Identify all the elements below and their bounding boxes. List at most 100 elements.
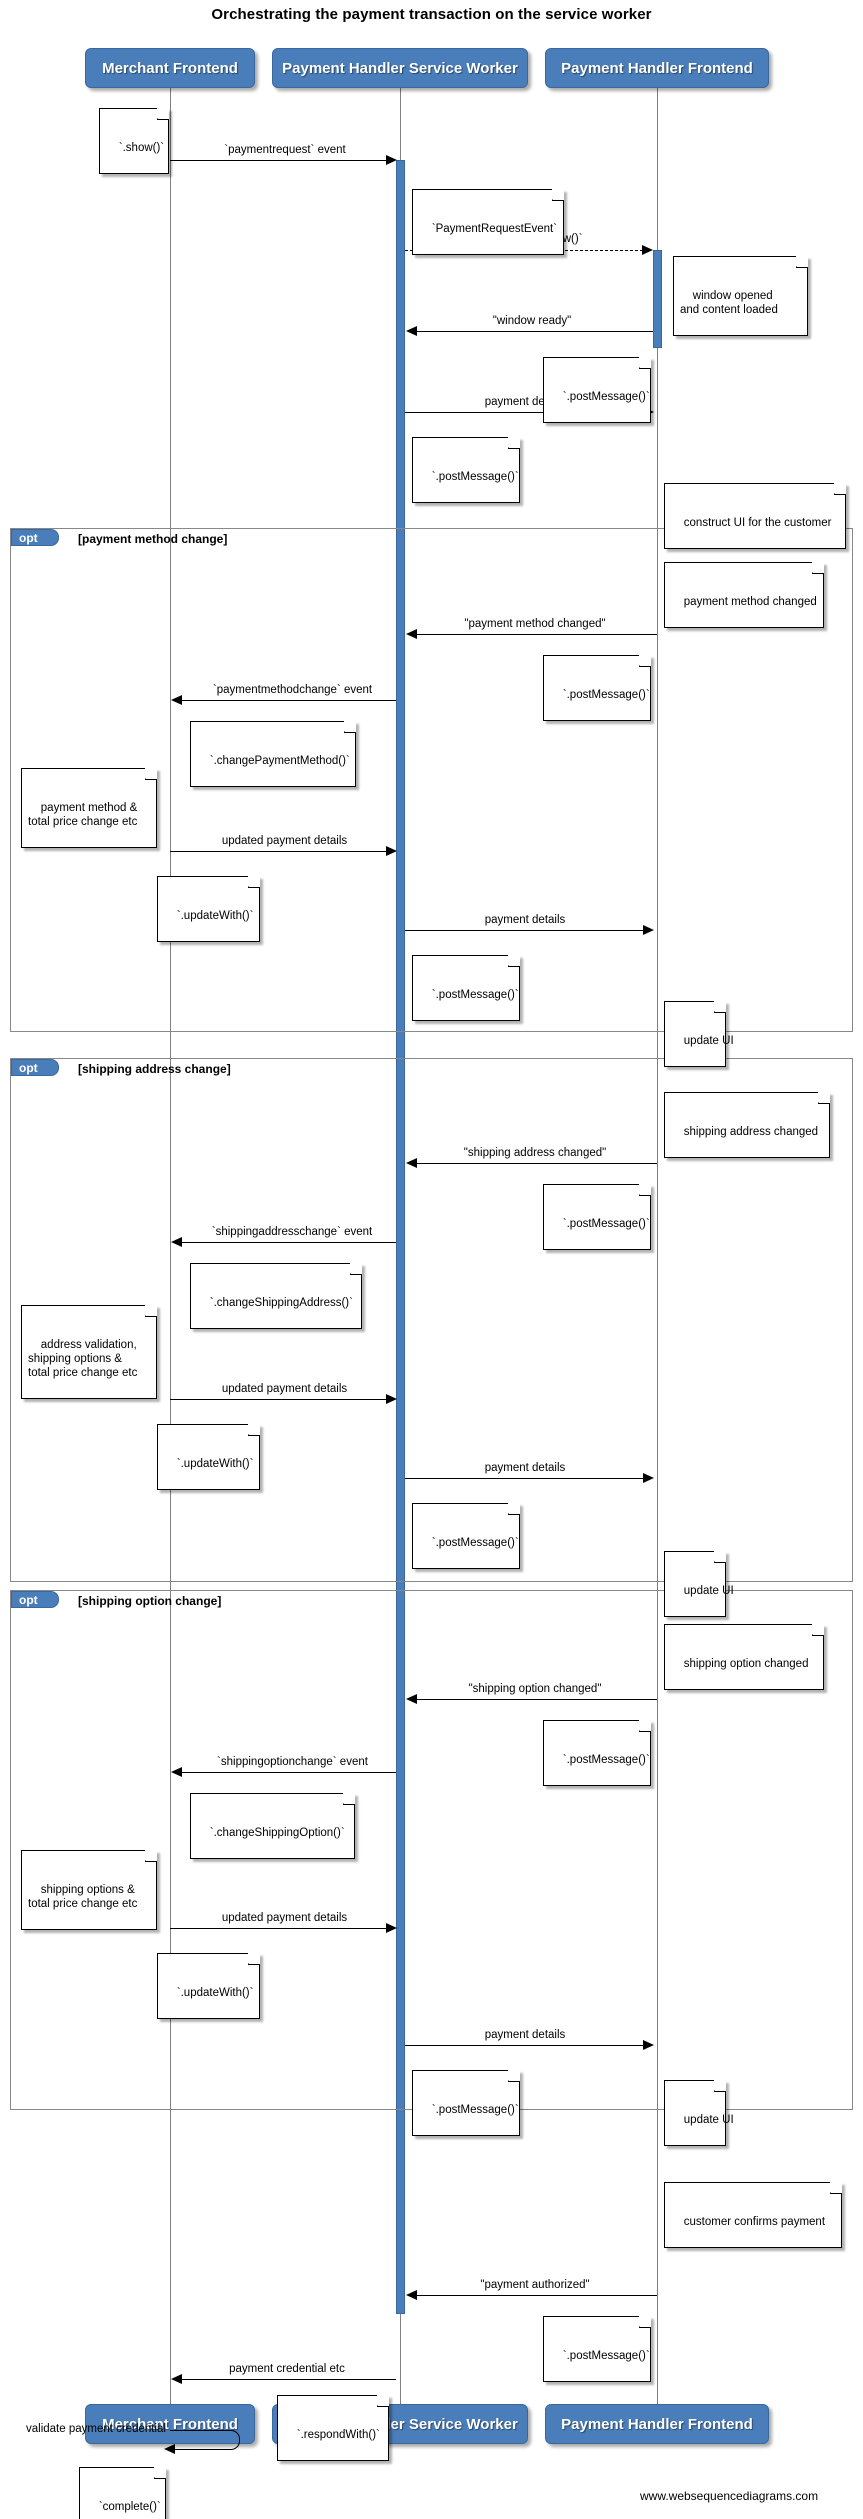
note-text: window opened and content loaded: [680, 290, 778, 316]
actor-merchant-top[interactable]: Merchant Frontend: [85, 48, 255, 88]
note-payment-method-changed: payment method changed: [664, 561, 824, 628]
note-fold-icon: [248, 875, 260, 888]
activation-frontend: [653, 250, 662, 348]
note-text: `.postMessage()`: [431, 2104, 519, 2116]
note-text: construct UI for the customer: [683, 517, 832, 529]
message-label-m7: updated payment details: [221, 835, 348, 847]
message-arrow-m15: [386, 1923, 397, 1933]
actor-frontend-bottom[interactable]: Payment Handler Frontend: [545, 2404, 769, 2444]
message-label-m19: validate payment credential: [26, 2423, 166, 2435]
fragment-shipping-address-change: [10, 1058, 853, 1582]
note-shipping-address-changed: shipping address changed: [664, 1091, 830, 1158]
message-label-m1: `paymentrequest` event: [224, 144, 346, 156]
message-label-m17: "payment authorized": [480, 2279, 590, 2291]
note-text: `.changeShippingAddress()`: [209, 1297, 353, 1309]
note-fold-icon: [508, 436, 520, 449]
note-complete: `complete()`: [79, 2466, 166, 2519]
message-label-m3: "window ready": [492, 315, 572, 327]
note-fold-icon: [639, 2315, 651, 2328]
note-payment-request-event: `PaymentRequestEvent`: [412, 188, 564, 255]
note-text: `complete()`: [98, 2501, 161, 2513]
message-arrow-m5: [406, 629, 417, 639]
note-fold-icon: [157, 107, 169, 120]
note-post-message-9: `.postMessage()`: [543, 2315, 651, 2382]
message-label-m10: `shippingaddresschange` event: [211, 1226, 373, 1238]
message-label-m8: payment details: [484, 914, 566, 926]
note-post-message-2: `.postMessage()`: [412, 436, 520, 503]
note-fold-icon: [377, 2394, 389, 2407]
note-text: `.changePaymentMethod()`: [209, 755, 350, 767]
actor-merchant-label: Merchant Frontend: [102, 59, 238, 77]
note-fold-icon: [796, 255, 808, 268]
fragment-tab-opt-1: opt: [11, 529, 59, 546]
note-update-with-1: `.updateWith()`: [157, 875, 260, 942]
fragment-kind-1: opt: [19, 530, 38, 545]
message-line-m12: [405, 1478, 648, 1479]
message-line-m5: [413, 634, 657, 635]
fragment-label-payment-method-change: [payment method change]: [78, 532, 228, 546]
fragment-tab-opt-2: opt: [11, 1059, 59, 1076]
note-address-validation: address validation, shipping options & t…: [21, 1304, 157, 1399]
note-fold-icon: [248, 1952, 260, 1965]
note-shipping-options-price-change: shipping options & total price change et…: [21, 1849, 157, 1930]
message-label-m14: `shippingoptionchange` event: [217, 1756, 368, 1768]
message-arrow-m11: [386, 1394, 397, 1404]
fragment-kind-3: opt: [19, 1592, 38, 1607]
actor-merchant-bottom[interactable]: Merchant Frontend: [85, 2404, 255, 2444]
message-line-m10: [178, 1242, 396, 1243]
note-fold-icon: [714, 1550, 726, 1563]
message-label-m18: payment credential etc: [229, 2363, 345, 2375]
message-line-m1: [170, 160, 391, 161]
message-line-m13: [413, 1699, 657, 1700]
note-fold-icon: [344, 720, 356, 733]
message-label-m16: payment details: [484, 2029, 566, 2041]
note-update-ui-2: update UI: [664, 1550, 734, 1617]
note-fold-icon: [350, 1262, 362, 1275]
note-text: `.show()`: [118, 142, 165, 154]
actor-merchant-label-bottom: Merchant Frontend: [102, 2415, 238, 2433]
note-fold-icon: [343, 1792, 355, 1805]
note-post-message-8: `.postMessage()`: [412, 2069, 520, 2136]
message-line-m17: [413, 2295, 657, 2296]
message-line-m4: [405, 412, 648, 413]
note-text: `.postMessage()`: [431, 1537, 519, 1549]
note-fold-icon: [145, 1849, 157, 1862]
message-selfloop-m19: [170, 2430, 240, 2450]
note-fold-icon: [639, 1719, 651, 1732]
fragment-tab-opt-3: opt: [11, 1591, 59, 1608]
note-text: customer confirms payment: [683, 2216, 826, 2228]
actor-sw-top[interactable]: Payment Handler Service Worker: [272, 48, 528, 88]
note-text: `.postMessage()`: [431, 471, 519, 483]
message-line-m9: [413, 1163, 657, 1164]
message-label-m13: "shipping option changed": [468, 1683, 602, 1695]
actor-frontend-top[interactable]: Payment Handler Frontend: [545, 48, 769, 88]
message-arrow-m3: [406, 326, 417, 336]
note-text: `PaymentRequestEvent`: [431, 223, 558, 235]
message-line-m11: [170, 1399, 391, 1400]
message-arrow-m12: [643, 1473, 654, 1483]
note-payment-method-price-change: payment method & total price change etc: [21, 767, 157, 848]
message-line-m3: [413, 331, 653, 332]
note-post-message-7: `.postMessage()`: [543, 1719, 651, 1786]
note-fold-icon: [508, 2069, 520, 2082]
note-fold-icon: [830, 2181, 842, 2194]
actor-sw-label: Payment Handler Service Worker: [282, 59, 518, 77]
watermark-link[interactable]: www.websequencediagrams.com: [640, 2489, 819, 2503]
note-text: `.respondWith()`: [296, 2429, 380, 2441]
note-change-payment-method: `.changePaymentMethod()`: [190, 720, 356, 787]
note-post-message-3: `.postMessage()`: [543, 654, 651, 721]
fragment-label-shipping-option-change: [shipping option change]: [78, 1594, 222, 1608]
message-arrow-m18: [171, 2374, 182, 2384]
note-text: `.updateWith()`: [176, 910, 254, 922]
message-arrow-m9: [406, 1158, 417, 1168]
note-fold-icon: [639, 356, 651, 369]
message-arrow-m2: [642, 245, 653, 255]
note-update-ui-3: update UI: [664, 2079, 734, 2146]
note-fold-icon: [508, 1502, 520, 1515]
note-text: `.postMessage()`: [562, 689, 650, 701]
page-title: Orchestrating the payment transaction on…: [211, 6, 652, 23]
lifeline-frontend: [657, 68, 658, 2404]
note-text: `.changeShippingOption()`: [209, 1827, 345, 1839]
note-text: update UI: [683, 2114, 734, 2126]
